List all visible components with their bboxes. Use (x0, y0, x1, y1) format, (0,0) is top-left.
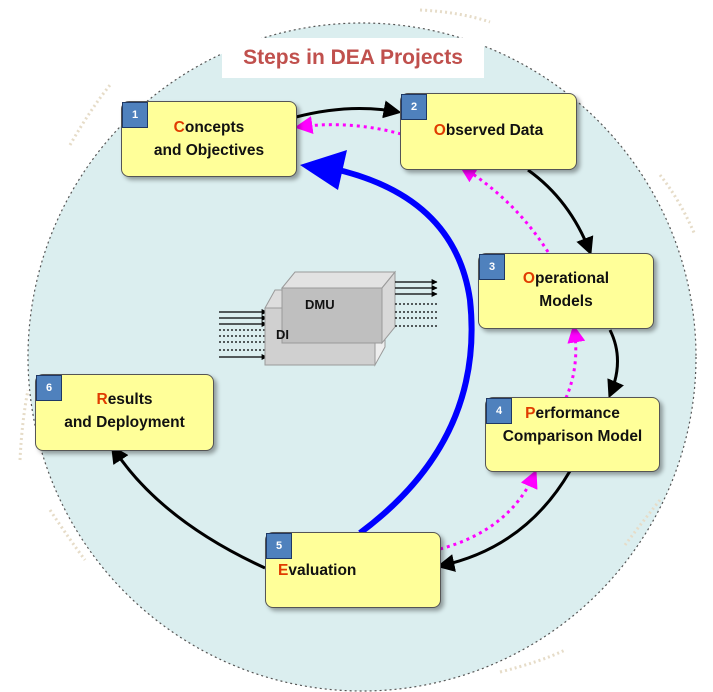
step-4-label: Performance Comparison Model (486, 402, 659, 448)
step-3-label: Operational Models (479, 267, 653, 313)
dmu-input-lines (219, 309, 268, 360)
step-4-line-1-rest: erformance (535, 405, 620, 422)
step-2-box: 2 Observed Data (400, 93, 577, 170)
dmu-illustration (219, 270, 438, 367)
step-1-line-2: and Objectives (153, 142, 265, 159)
step-4-line-1: Performance (486, 402, 659, 425)
step-5-line-1-rest: valuation (288, 562, 357, 579)
arrow-1-to-2 (295, 100, 402, 119)
step-6-initial: R (96, 391, 108, 408)
title-box: Steps in DEA Projects (222, 38, 484, 78)
step-1-box: 1 Concepts and Objectives (121, 101, 297, 177)
step-4-number-badge: 4 (486, 398, 512, 424)
step-3-line-2: Models (539, 293, 593, 310)
step-1-line-1: Concepts (122, 116, 296, 139)
step-1-number-badge: 1 (122, 102, 148, 128)
step-6-line-1: Results (36, 388, 213, 411)
step-2-number-badge: 2 (401, 94, 427, 120)
step-6-label: Results and Deployment (36, 388, 213, 434)
step-6-line-2: and Deployment (64, 414, 185, 431)
arrow-4-to-5 (436, 470, 572, 572)
dmu-front-label: DMU (305, 297, 335, 312)
step-5-box: 5 Evaluation (265, 532, 441, 608)
step-3-line-1-rest: perational (534, 270, 610, 287)
step-4-line-2: Comparison Model (502, 428, 643, 445)
main-loop-arrow (329, 165, 475, 536)
step-2-line-1-rest: bserved Data (445, 122, 544, 139)
dmu-back-label: DI (276, 327, 289, 342)
main-loop-arrowhead (300, 150, 347, 190)
step-6-number-badge: 6 (36, 375, 62, 401)
feedback-arrows (294, 116, 586, 551)
step-1-initial: C (173, 119, 185, 136)
step-1-label: Concepts and Objectives (122, 116, 296, 162)
arrow-3-to-4 (607, 329, 624, 399)
arrow-5-to-6 (111, 444, 266, 570)
step-5-label: Evaluation (266, 559, 440, 582)
forward-arrows (111, 100, 624, 572)
step-2-label: Observed Data (401, 119, 576, 142)
arrow-2-to-3 (527, 168, 594, 256)
step-1-line-1-rest: oncepts (184, 119, 245, 136)
step-5-initial: E (278, 562, 289, 579)
step-5-number-badge: 5 (266, 533, 292, 559)
step-3-initial: O (522, 270, 535, 287)
step-3-number-badge: 3 (479, 254, 505, 280)
step-5-line-1: Evaluation (278, 559, 440, 582)
feedback-5-to-4 (439, 469, 538, 551)
page-title: Steps in DEA Projects (243, 46, 463, 69)
dmu-output-lines (395, 279, 438, 327)
step-2-line-1: Observed Data (401, 119, 576, 142)
step-4-box: 4 Performance Comparison Model (485, 397, 660, 472)
step-4-initial: P (525, 405, 536, 422)
step-2-initial: O (433, 122, 446, 139)
decorative-outer-arcs (18, 8, 697, 674)
step-6-line-1-rest: esults (107, 391, 153, 408)
step-3-line-1: Operational (479, 267, 653, 290)
feedback-4-to-3 (564, 324, 586, 399)
feedback-2-to-1 (294, 116, 402, 136)
step-3-box: 3 Operational Models (478, 253, 654, 329)
step-6-box: 6 Results and Deployment (35, 374, 214, 451)
